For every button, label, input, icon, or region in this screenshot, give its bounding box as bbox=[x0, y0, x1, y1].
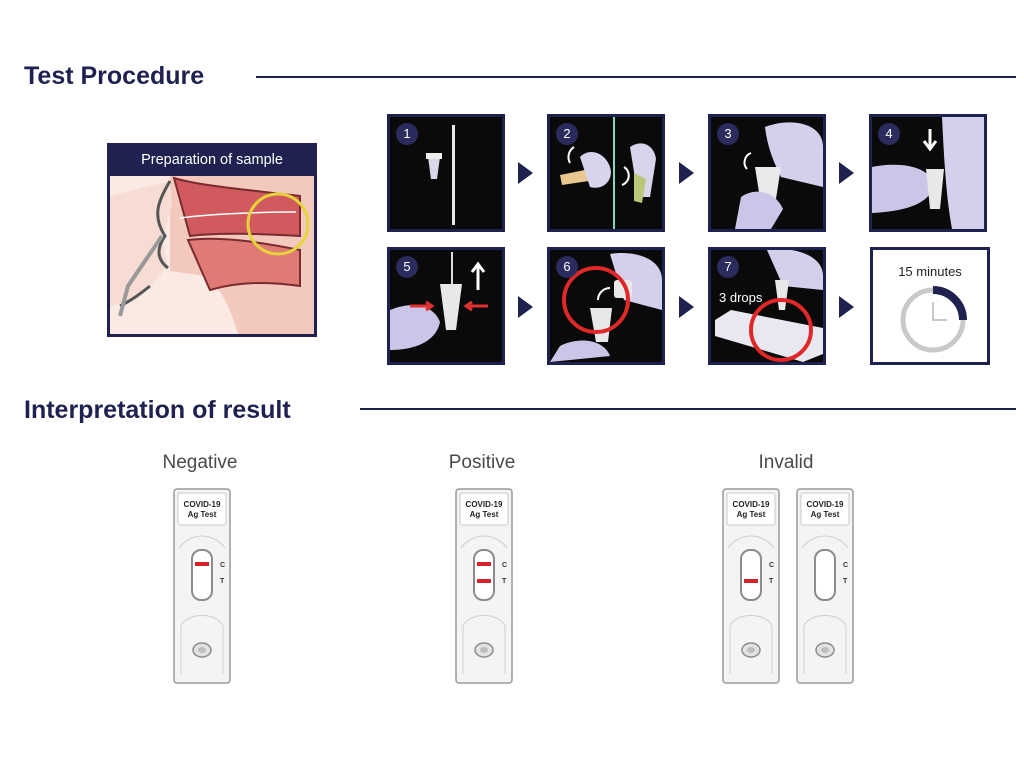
mark-c: C bbox=[769, 562, 774, 569]
mark-t: T bbox=[502, 578, 507, 585]
result-label-negative: Negative bbox=[162, 452, 238, 473]
push-down-icon bbox=[872, 117, 984, 229]
step-arrow-icon bbox=[679, 296, 694, 318]
add-drops-icon bbox=[715, 250, 823, 362]
drops-label: 3 drops bbox=[719, 290, 763, 305]
step-number-badge: 2 bbox=[556, 123, 578, 145]
step-number-badge: 4 bbox=[878, 123, 900, 145]
insert-swab-icon bbox=[735, 122, 823, 229]
result-window bbox=[740, 549, 762, 601]
mark-c: C bbox=[220, 562, 225, 569]
mark-t: T bbox=[220, 578, 225, 585]
interpretation-rule bbox=[360, 408, 1016, 410]
mark-c: C bbox=[843, 562, 848, 569]
step-number-badge: 1 bbox=[396, 123, 418, 145]
cassette-brand-line1: COVID-19 bbox=[466, 500, 503, 509]
step-4-panel: 4 bbox=[869, 114, 987, 232]
nasal-anatomy-illustration bbox=[110, 176, 314, 334]
preparation-caption: Preparation of sample bbox=[110, 146, 314, 176]
mark-c: C bbox=[502, 562, 507, 569]
control-line bbox=[195, 562, 209, 566]
open-tube-icon bbox=[560, 117, 656, 229]
swab-and-tube-icon bbox=[426, 125, 455, 225]
step-arrow-icon bbox=[839, 296, 854, 318]
preparation-panel: Preparation of sample bbox=[107, 143, 317, 337]
timer-label: 15 minutes bbox=[898, 264, 962, 279]
step-1-panel: 1 bbox=[387, 114, 505, 232]
cassette-brand-line1: COVID-19 bbox=[807, 500, 844, 509]
cap-tube-icon bbox=[550, 253, 662, 362]
step-5-panel: 5 bbox=[387, 247, 505, 365]
cassette-brand-line2: Ag Test bbox=[470, 510, 499, 519]
step-3-panel: 3 bbox=[708, 114, 826, 232]
test-line bbox=[477, 579, 491, 583]
procedure-rule bbox=[256, 76, 1016, 78]
result-window bbox=[473, 549, 495, 601]
step-arrow-icon bbox=[518, 162, 533, 184]
step-number-badge: 3 bbox=[717, 123, 739, 145]
cassette-brand-line2: Ag Test bbox=[737, 510, 766, 519]
step-number-badge: 6 bbox=[556, 256, 578, 278]
interpretation-heading: Interpretation of result bbox=[24, 396, 291, 424]
cassette-brand-line2: Ag Test bbox=[811, 510, 840, 519]
result-label-positive: Positive bbox=[448, 452, 516, 473]
cassette-brand-line2: Ag Test bbox=[188, 510, 217, 519]
mark-t: T bbox=[843, 578, 848, 585]
test-line bbox=[744, 579, 758, 583]
step-7-panel: 7 3 drops bbox=[708, 247, 826, 365]
clock-icon bbox=[900, 286, 967, 353]
procedure-heading: Test Procedure bbox=[24, 62, 205, 90]
cassette-brand-line1: COVID-19 bbox=[733, 500, 770, 509]
step-arrow-icon bbox=[518, 296, 533, 318]
step-arrow-icon bbox=[679, 162, 694, 184]
control-line bbox=[477, 562, 491, 566]
result-label-invalid: Invalid bbox=[758, 452, 814, 473]
step-6-panel: 6 bbox=[547, 247, 665, 365]
mark-t: T bbox=[769, 578, 774, 585]
timer-panel: 15 minutes bbox=[870, 247, 990, 365]
step-arrow-icon bbox=[839, 162, 854, 184]
step-2-panel: 2 bbox=[547, 114, 665, 232]
cassette-brand-line1: COVID-19 bbox=[184, 500, 221, 509]
result-window bbox=[814, 549, 836, 601]
step-number-badge: 7 bbox=[717, 256, 739, 278]
step-number-badge: 5 bbox=[396, 256, 418, 278]
squeeze-tube-icon bbox=[390, 252, 488, 350]
result-window bbox=[191, 549, 213, 601]
